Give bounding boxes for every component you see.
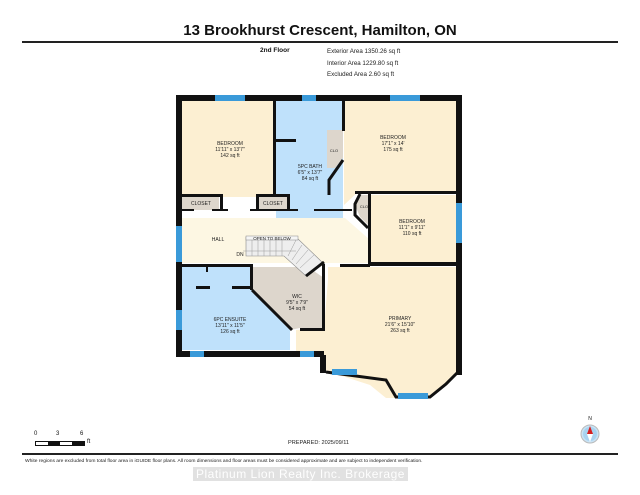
closet-1-fill bbox=[182, 196, 219, 210]
closet-2-label: CLOSET bbox=[263, 201, 283, 207]
window-bedroom-1 bbox=[215, 95, 245, 101]
window-primary-3 bbox=[398, 393, 428, 399]
bedroom-3-area: 110 sq ft bbox=[403, 231, 422, 237]
bedroom-2-area: 175 sq ft bbox=[383, 147, 403, 153]
header-divider bbox=[22, 41, 618, 43]
ensuite-area: 126 sq ft bbox=[220, 329, 240, 335]
closet-2-fill bbox=[258, 196, 288, 210]
scale-tick-6: 6 bbox=[80, 431, 84, 437]
wic-dims: 9'5" x 7'9" bbox=[286, 300, 308, 306]
window-ensuite-bottom bbox=[190, 351, 204, 357]
prepared-date: PREPARED: 2025/09/11 bbox=[288, 440, 350, 446]
clo-2-fill bbox=[355, 195, 370, 227]
watermark: Platinum Lion Realty Inc. Brokerage bbox=[193, 467, 408, 481]
bath-name: 5PC BATH bbox=[298, 164, 322, 170]
floor-label: 2nd Floor bbox=[260, 47, 290, 54]
bedroom-2-dims: 17'1" x 14' bbox=[382, 141, 405, 147]
compass-north-label: N bbox=[588, 416, 592, 422]
window-hall bbox=[176, 226, 182, 262]
disclaimer-text: White regions are excluded from total fl… bbox=[25, 459, 423, 464]
property-title: 13 Brookhurst Crescent, Hamilton, ON bbox=[183, 22, 457, 39]
hall-label: HALL bbox=[212, 237, 225, 243]
exterior-area: Exterior Area 1350.26 sq ft bbox=[327, 48, 401, 55]
wic-area: 54 sq ft bbox=[289, 306, 306, 312]
window-primary-2 bbox=[332, 369, 357, 375]
bedroom-1-fill bbox=[182, 101, 275, 197]
bedroom-2-name: BEDROOM bbox=[380, 135, 406, 141]
primary-area: 263 sq ft bbox=[390, 328, 410, 334]
wic-fill bbox=[252, 267, 324, 330]
bedroom-1-name: BEDROOM bbox=[217, 141, 243, 147]
bath-area: 84 sq ft bbox=[302, 176, 319, 182]
bedroom-3-name: BEDROOM bbox=[399, 219, 425, 225]
bedroom-3-dims: 11'1" x 9'11" bbox=[399, 225, 426, 231]
bedroom-2-fill bbox=[344, 101, 456, 205]
wic-name: WIC bbox=[292, 294, 302, 300]
scale-graphic bbox=[35, 441, 85, 446]
compass-icon bbox=[580, 424, 600, 444]
window-bath bbox=[302, 95, 316, 101]
area-summary: Exterior Area 1350.26 sq ft Interior Are… bbox=[327, 46, 400, 81]
compass: N bbox=[577, 416, 603, 446]
ensuite-name: 6PC ENSUITE bbox=[214, 317, 247, 323]
closet-1-label: CLOSET bbox=[191, 201, 211, 207]
window-primary-1 bbox=[300, 351, 314, 357]
clo-1-fill bbox=[327, 130, 343, 168]
footer-divider bbox=[22, 453, 618, 455]
windows bbox=[176, 95, 462, 399]
bedroom-1-area: 142 sq ft bbox=[220, 153, 240, 159]
stairs-down-label: DN bbox=[236, 252, 244, 258]
clo-1-label: CLO bbox=[330, 148, 338, 153]
clo-2-label: CLO bbox=[360, 204, 368, 209]
bedroom-1-dims: 11'11" x 13'7" bbox=[215, 147, 245, 153]
window-bedroom-3 bbox=[456, 203, 462, 243]
interior-area: Interior Area 1229.80 sq ft bbox=[327, 59, 399, 67]
primary-fill bbox=[296, 267, 456, 398]
bath-dims: 6'5" x 13'7" bbox=[298, 170, 323, 176]
scale-tick-0: 0 bbox=[34, 431, 38, 437]
window-bedroom-2 bbox=[390, 95, 420, 101]
scale-bar: 0 3 6 ft bbox=[34, 431, 104, 451]
ensuite-dims: 13'11" x 11'5" bbox=[215, 323, 245, 329]
primary-dims: 21'6" x 15'10" bbox=[385, 322, 415, 328]
open-to-below-label: OPEN TO BELOW bbox=[253, 236, 291, 241]
primary-name: PRIMARY bbox=[389, 316, 412, 322]
excluded-area: Excluded Area 2.60 sq ft bbox=[327, 71, 395, 78]
window-ensuite bbox=[176, 310, 182, 330]
bedroom-3-fill bbox=[370, 195, 456, 263]
scale-tick-3: 3 bbox=[56, 431, 60, 437]
scale-unit: ft bbox=[87, 439, 91, 445]
